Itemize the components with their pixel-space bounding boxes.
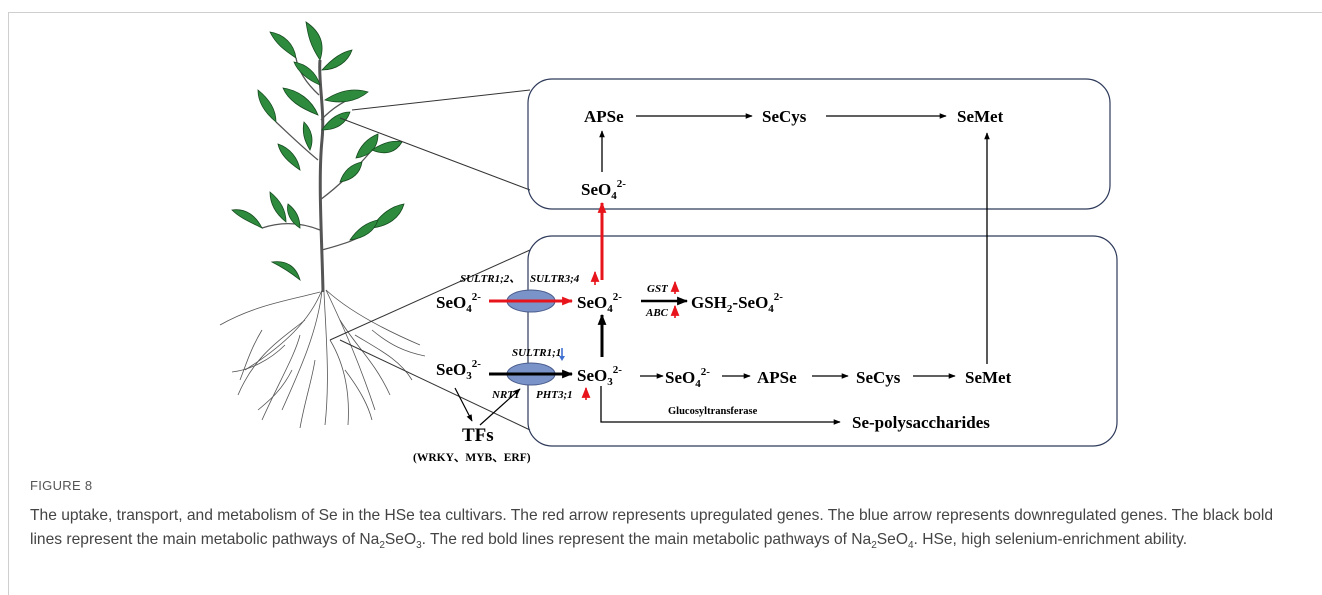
stem: [261, 57, 373, 293]
figure-caption: The uptake, transport, and metabolism of…: [30, 507, 1274, 552]
gene-sultr34: SULTR3;4: [530, 273, 580, 285]
connector-lines: [329, 89, 531, 431]
figure-label: FIGURE 8: [30, 478, 93, 493]
arrow-seo3-to-se-polysaccharides: [600, 386, 841, 425]
selenium-pathway-diagram: APSe SeCys SeMet SeO42- SeO42- SULTR1;2、…: [219, 21, 1118, 464]
root-seo3-input-label: SeO32-: [436, 358, 481, 382]
roots: [219, 289, 426, 429]
root-seo4-mid-label: SeO42-: [577, 291, 622, 315]
arrow-seo3-to-tfs: [454, 387, 473, 422]
gene-sultr12: SULTR1;2、: [460, 273, 520, 285]
leaf-metabolism-box: [527, 78, 1111, 210]
leaf-seo4-label: SeO42-: [581, 178, 626, 202]
root-semet-label: SeMet: [965, 368, 1012, 387]
arrow-tfs-to-nrt1: [479, 388, 521, 426]
root-seo4-right-label: SeO42-: [665, 366, 710, 390]
leaves: [231, 21, 405, 282]
root-seo4-input-label: SeO42-: [436, 291, 481, 315]
gene-gst: GST: [647, 283, 669, 295]
se-polysaccharides-label: Se-polysaccharides: [852, 413, 990, 432]
root-secys-label: SeCys: [856, 368, 901, 387]
leaf-apse-label: APSe: [584, 107, 624, 126]
down-arrowhead-sultr11: [559, 356, 565, 361]
tfs-list-label: (WRKY、MYB、ERF): [413, 452, 531, 464]
gene-nrt1: NRT1: [491, 389, 520, 401]
tea-plant-illustration: [219, 21, 426, 429]
gene-sultr11: SULTR1;1: [512, 347, 561, 359]
gsh-seo4-label: GSH2-SeO42-: [691, 291, 783, 315]
root-apse-label: APSe: [757, 368, 797, 387]
figure-frame: [8, 12, 1322, 595]
leaf-semet-label: SeMet: [957, 107, 1004, 126]
root-seo3-mid-label: SeO32-: [577, 364, 622, 388]
glucosyltransferase-label: Glucosyltransferase: [668, 406, 758, 417]
leaf-secys-label: SeCys: [762, 107, 807, 126]
root-metabolism-box: [527, 235, 1118, 447]
gene-abc: ABC: [645, 307, 669, 319]
gene-pht31: PHT3;1: [536, 389, 573, 401]
tfs-label: TFs: [462, 425, 494, 446]
